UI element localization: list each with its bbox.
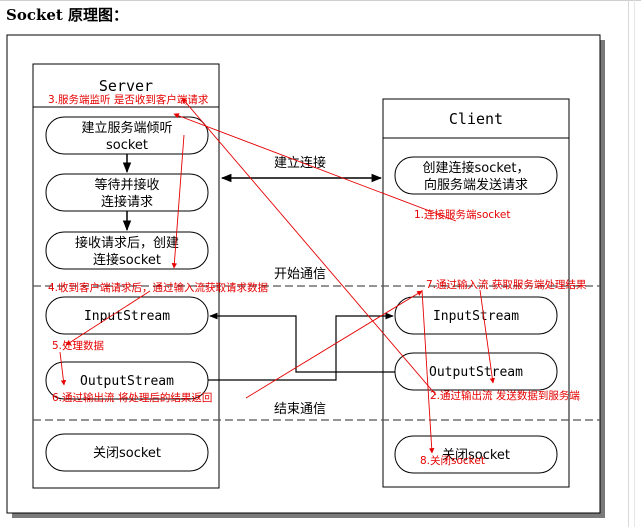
anno-step-5: 5.处理数据 [52, 339, 105, 352]
client-title: Client [449, 110, 503, 128]
anno-step-2: 2.通过输出流 发送数据到服务端 [430, 389, 580, 402]
server-node-create [45, 231, 209, 270]
anno-step-4: 4.收到客户端请求后，通过输入流获取请求数据 [48, 281, 269, 294]
server-node-outputstream-label: OutputStream [80, 374, 174, 389]
anno-step-6: 6.通过输出流 将处理后的结果返回 [52, 391, 212, 404]
diagram-frame [6, 34, 601, 514]
client-node-connect [394, 156, 558, 195]
client-node-inputstream-label: InputStream [433, 309, 519, 324]
anno-step-8: 8.关闭socket [420, 454, 485, 467]
server-node-listen-line1: 建立服务端倾听 [81, 120, 172, 136]
server-node-close [45, 433, 209, 472]
anno-arrow-connect [173, 113, 457, 222]
anno-arrow-result [479, 289, 496, 384]
anno-step-7: 7.通过输入流 获取服务端处理结果 [426, 278, 587, 291]
anno-arrow-send [181, 97, 437, 396]
client-node-outputstream-label: OutputStream [429, 365, 523, 380]
anno-arrow-receive [65, 290, 151, 346]
anno-step-3: 3.服务端监听 是否收到客户端请求 [48, 93, 209, 106]
page-edge-rule [634, 0, 635, 527]
server-node-accept-line2: 连接请求 [101, 194, 153, 210]
anno-arrow-process [59, 351, 67, 386]
server-node-create-line2: 连接socket [93, 252, 161, 268]
server-node-inputstream-label: InputStream [84, 309, 170, 324]
client-to-server-stream [209, 312, 395, 373]
server-node-accept-line1: 等待并接收 [94, 177, 159, 193]
server-column [32, 63, 220, 489]
client-node-close-label: 关闭socket [442, 448, 510, 463]
client-node-connect-line1: 创建连接socket， [422, 160, 529, 176]
anno-arrow-close [421, 289, 435, 454]
top-rule [0, 0, 641, 1]
anno-arrow-return [245, 290, 423, 399]
server-to-client-stream [208, 312, 394, 381]
end-comm-label: 结束通信 [274, 402, 326, 417]
server-node-create-line1: 接收请求后，创建 [75, 235, 179, 251]
server-node-inputstream [45, 296, 209, 335]
page-edge-rule [628, 0, 629, 527]
anno-step-1: 1.连接服务端socket [414, 208, 510, 221]
page-title: Socket 原理图： [6, 6, 129, 24]
client-column [382, 98, 570, 488]
client-node-close [394, 435, 558, 474]
client-node-inputstream [394, 296, 558, 335]
anno-arrow-listen [171, 134, 185, 269]
server-title: Server [99, 77, 153, 95]
start-comm-label: 开始通信 [274, 267, 326, 282]
server-node-listen-line2: socket [106, 138, 148, 153]
server-node-close-label: 关闭socket [93, 446, 161, 461]
client-node-connect-line2: 向服务端发送请求 [424, 177, 528, 193]
